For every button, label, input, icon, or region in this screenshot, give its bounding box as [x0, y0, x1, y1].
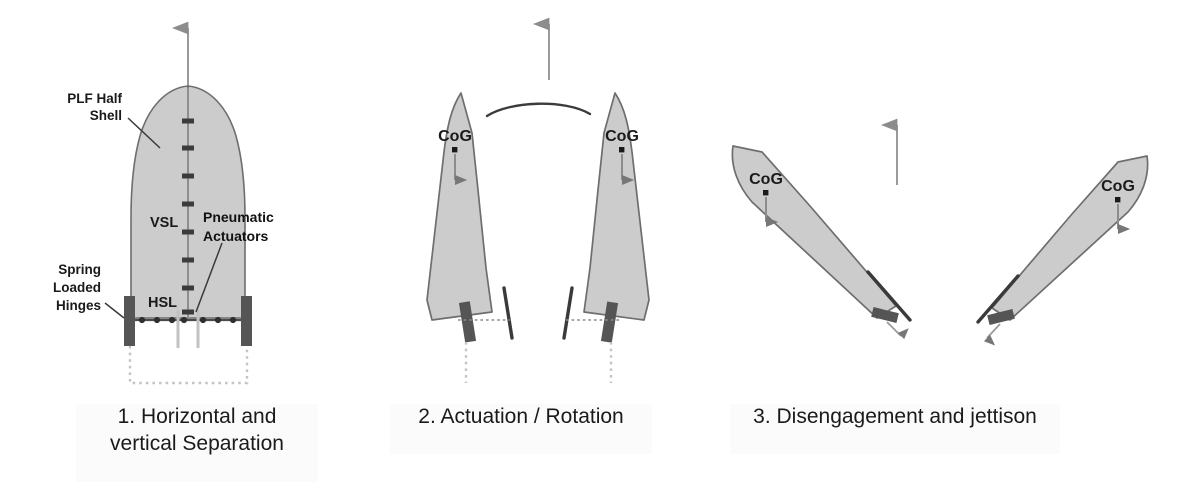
- stage-3-caption: 3. Disengagement and jettison: [730, 404, 1060, 454]
- stage-2-caption: 2. Actuation / Rotation: [390, 404, 652, 454]
- plf-shell-left-half: [130, 85, 189, 319]
- label-hsl: HSL: [148, 295, 177, 311]
- label-plf-half-shell-line1: PLF Half: [67, 91, 122, 106]
- label-plf-half-shell-line2: Shell: [90, 108, 122, 123]
- cog-point-right: [619, 147, 625, 153]
- shell-half-right: [583, 92, 650, 321]
- shell-half-right-jettison: [991, 155, 1149, 321]
- hinge-block-right: [241, 296, 252, 346]
- cog-label-right-stage3: CoG: [1101, 178, 1135, 195]
- stage2-hinge-left: [458, 301, 477, 343]
- cog-point-left-stage3: [763, 190, 769, 196]
- stage2-hinge-right: [600, 301, 619, 343]
- shell-half-left: [426, 92, 493, 321]
- shell-half-left-jettison: [731, 145, 897, 319]
- cog-label-left: CoG: [438, 128, 472, 145]
- rotation-arc: [485, 102, 592, 118]
- cog-label-left-stage3: CoG: [749, 171, 783, 188]
- label-pneumatic-line1: Pneumatic: [203, 209, 274, 225]
- label-hinges-line1: Spring: [58, 262, 101, 277]
- pneumatic-actuator-marks: [182, 118, 194, 315]
- stage-2-group: CoG CoG: [426, 17, 650, 383]
- stage-1-caption: 1. Horizontal and vertical Separation: [76, 404, 318, 482]
- cog-point-right-stage3: [1115, 197, 1121, 203]
- stage-3-caption-text: 3. Disengagement and jettison: [753, 405, 1037, 428]
- plf-label-leader: [127, 117, 161, 149]
- label-vsl: VSL: [150, 215, 178, 231]
- stage3-hinge-right: [987, 309, 1015, 325]
- stage-1-group: PLF Half Shell VSL HSL Pneumatic Actuato…: [53, 21, 274, 385]
- cog-point-left: [452, 147, 458, 153]
- stage2-actuator-rods: [502, 286, 574, 340]
- hinges-label-leader: [104, 302, 125, 319]
- hinge-block-left: [124, 296, 135, 346]
- cog-label-right: CoG: [605, 128, 639, 145]
- label-hinges-line3: Hinges: [56, 298, 101, 313]
- stage3-release-arrow-right: [983, 323, 1001, 346]
- stage3-hinge-left: [871, 307, 899, 323]
- actuator-rods: [176, 310, 200, 348]
- actuators-label-leader: [195, 242, 223, 313]
- plf-shell-right-half: [187, 85, 246, 319]
- stage3-actuator-rods: [866, 270, 1020, 324]
- stage-2-caption-text: 2. Actuation / Rotation: [418, 405, 624, 428]
- launcher-interface-outline: [128, 346, 249, 385]
- label-pneumatic-line2: Actuators: [203, 228, 269, 244]
- label-hinges-line2: Loaded: [53, 280, 101, 295]
- stage-3-group: CoG CoG: [731, 118, 1149, 346]
- stage-1-caption-text: 1. Horizontal and vertical Separation: [110, 405, 284, 455]
- stage3-release-arrow-left: [886, 321, 909, 340]
